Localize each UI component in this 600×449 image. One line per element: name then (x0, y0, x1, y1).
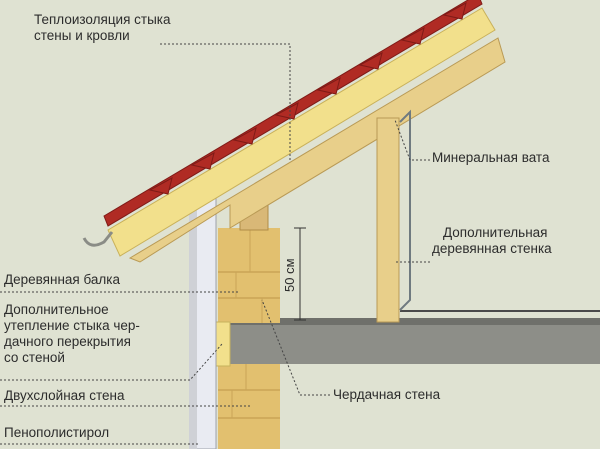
brick-wall (218, 228, 280, 449)
vapour-barrier (399, 109, 411, 311)
dimension-label: 50 см (282, 258, 297, 292)
dimension-50cm (294, 227, 306, 321)
facade-finish (189, 195, 197, 449)
label-extra-wood-wall-line2: деревянная стенка (432, 241, 552, 256)
roof-assembly (82, 0, 506, 263)
label-attic-wall: Чердачная стена (333, 387, 441, 402)
polystyrene-layer (195, 189, 217, 449)
label-extra-wood-wall-line1: Дополнительная (443, 225, 548, 240)
attic-floor-slab (228, 324, 600, 364)
label-double-wall: Двухслойная стена (4, 388, 125, 403)
label-extra-insulation-line3: дачного перекрытия (4, 334, 131, 349)
junction-insulation (215, 321, 231, 367)
label-roof-insulation-line2: стены и кровли (34, 28, 130, 43)
label-wood-beam: Деревянная балка (4, 272, 120, 287)
leader-lines (0, 43, 430, 445)
label-extra-insulation-line1: Дополнительное (4, 302, 109, 317)
label-mineral-wool: Минеральная вата (432, 150, 550, 165)
floor-surface (228, 318, 600, 325)
knee-wall-post (376, 117, 400, 323)
label-extra-insulation-line4: со стеной (4, 350, 65, 365)
label-extra-insulation-line2: утепление стыка чер- (4, 318, 140, 333)
label-roof-insulation-line1: Теплоизоляция стыка (34, 12, 171, 27)
label-polystyrene: Пенополистирол (4, 425, 110, 440)
